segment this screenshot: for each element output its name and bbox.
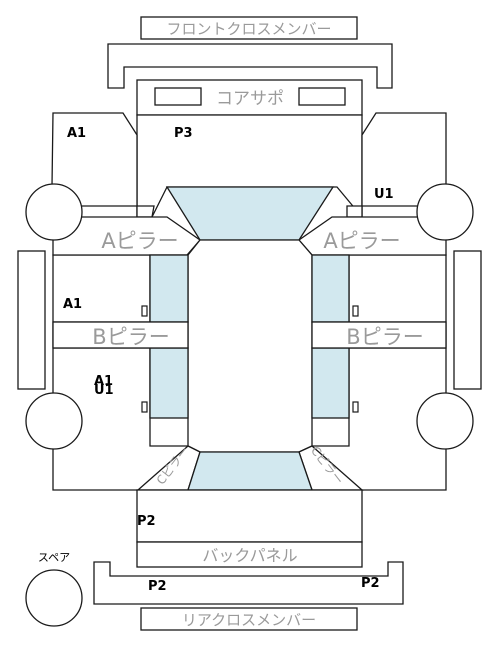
front-left-window[interactable] xyxy=(149,254,189,323)
code-rear-left: P2 xyxy=(148,579,167,594)
front-bumper[interactable] xyxy=(107,43,393,89)
back-panel-label: バックパネル xyxy=(202,546,297,565)
code-front-left-fender: A1 xyxy=(67,126,86,141)
wheel-front-left[interactable] xyxy=(25,183,83,241)
rear-right-window[interactable] xyxy=(311,347,350,419)
rear-bumper[interactable] xyxy=(93,561,404,605)
b-pillar-right[interactable] xyxy=(311,321,447,349)
code-core-support: P3 xyxy=(174,126,193,141)
spare-label: スペア xyxy=(38,551,70,564)
front-right-window[interactable] xyxy=(311,254,350,323)
wheel-rear-right[interactable] xyxy=(416,392,474,450)
code-rear-left-door-a: A1 xyxy=(94,374,113,389)
rear-left-window[interactable] xyxy=(149,347,189,419)
front-right-fender[interactable] xyxy=(346,112,447,218)
door-handle-fl[interactable] xyxy=(141,305,148,317)
headlight-right[interactable] xyxy=(298,87,346,106)
right-side-step[interactable] xyxy=(453,250,482,390)
a-pillar-left-label: Aピラー xyxy=(101,229,178,253)
code-front-right-fender: U1 xyxy=(374,187,394,202)
door-handle-fr[interactable] xyxy=(352,305,359,317)
b-pillar-left-label: Bピラー xyxy=(92,325,169,349)
code-rear-left-door-b: U1 xyxy=(94,383,114,398)
front-cross-member-box[interactable] xyxy=(140,16,358,40)
wheel-spare[interactable] xyxy=(25,569,83,627)
b-pillar-left[interactable] xyxy=(52,321,189,349)
b-pillar-right-label: Bピラー xyxy=(346,325,423,349)
code-rear-right: P2 xyxy=(361,576,380,591)
trunk-lid[interactable] xyxy=(136,489,363,543)
a-pillar-right-label: Aピラー xyxy=(323,229,400,253)
rear-cross-member-label: リアクロスメンバー xyxy=(182,611,316,629)
core-support-label: コアサポ xyxy=(216,89,284,109)
wheel-front-right[interactable] xyxy=(416,183,474,241)
wheel-rear-left[interactable] xyxy=(25,392,83,450)
rear-cross-member-box[interactable] xyxy=(140,607,358,631)
windshield[interactable] xyxy=(165,186,335,241)
roof[interactable] xyxy=(187,239,313,453)
door-handle-rl[interactable] xyxy=(141,401,148,413)
rear-window[interactable] xyxy=(187,451,313,491)
headlight-left[interactable] xyxy=(154,87,202,106)
left-side-step[interactable] xyxy=(17,250,46,390)
front-cross-member-label: フロントクロスメンバー xyxy=(166,20,331,38)
door-handle-rr[interactable] xyxy=(352,401,359,413)
back-panel[interactable] xyxy=(136,541,363,568)
code-back-panel: P2 xyxy=(137,514,156,529)
code-front-left-door: A1 xyxy=(63,297,82,312)
